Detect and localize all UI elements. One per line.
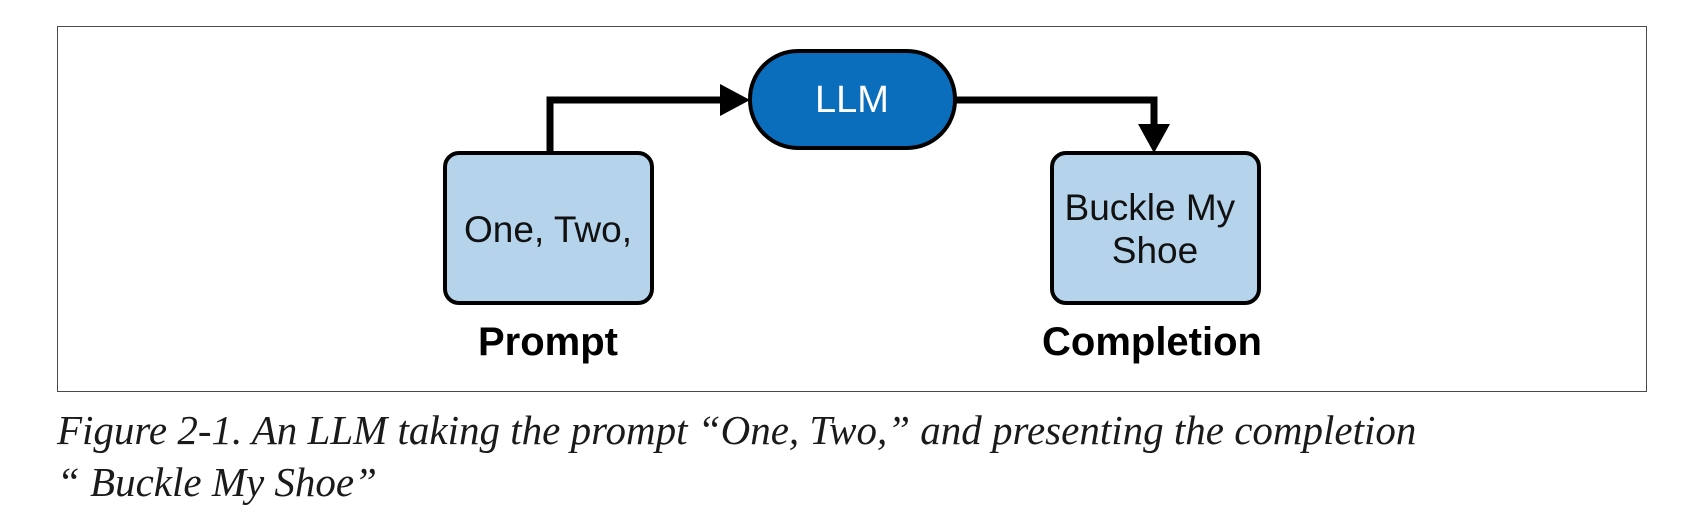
figure-caption: Figure 2-1. An LLM taking the prompt “On… [57,404,1657,508]
caption-line-2: “ Buckle My Shoe” [57,459,377,505]
llm-label: LLM [815,79,889,121]
prompt-to-llm-arrowhead [720,84,750,116]
prompt-label: Prompt [478,320,618,364]
figure-frame [57,26,1647,392]
completion-box-line-1: Buckle My [1065,187,1236,228]
llm-to-completion-arrowhead [1138,124,1170,153]
llm-node [748,49,957,150]
completion-box-line-2: Shoe [1112,230,1198,271]
prompt-to-llm-connector [546,96,720,153]
completion-box-text: Buckle My Shoe [1065,187,1246,271]
completion-label: Completion [1042,320,1262,364]
prompt-box-text: One, Two, [464,209,632,250]
llm-to-completion-connector [955,96,1158,126]
caption-line-1: Figure 2-1. An LLM taking the prompt “On… [57,407,1417,453]
prompt-box [443,151,654,305]
completion-box [1050,151,1261,305]
